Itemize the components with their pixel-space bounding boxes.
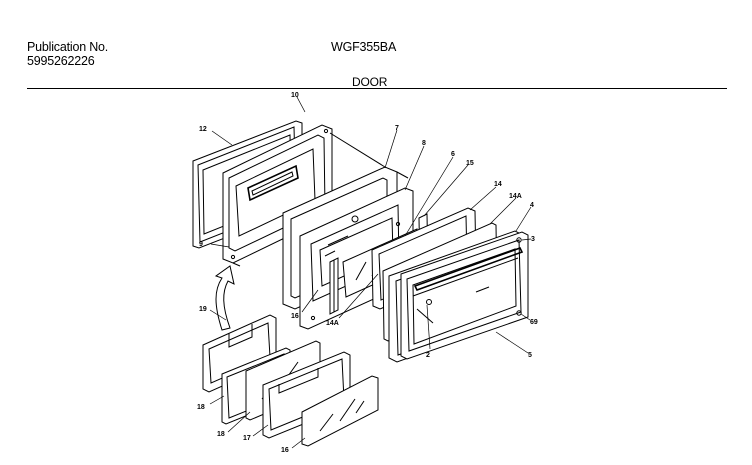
publication-label: Publication No. (27, 40, 109, 54)
callout-16: 16 (291, 313, 299, 320)
header-rule (27, 88, 727, 89)
outer-door-panel (400, 231, 529, 360)
publication-number: 5995262226 (27, 54, 95, 68)
callout-9: 9 (199, 241, 203, 248)
callout-14: 14 (494, 181, 502, 188)
callout-8: 8 (422, 140, 426, 147)
callout-17: 17 (243, 435, 251, 442)
model-number: WGF355BA (331, 40, 397, 54)
callout-3: 3 (531, 236, 535, 243)
callout-6: 6 (451, 151, 455, 158)
callout-14a-top: 14A (509, 193, 522, 200)
section-title: DOOR (352, 75, 388, 89)
callout-5: 5 (528, 352, 532, 359)
assembly-arrow (214, 265, 235, 331)
callout-69: 69 (530, 319, 538, 326)
callout-10: 10 (291, 92, 299, 99)
callout-12: 12 (199, 126, 207, 133)
callout-19: 19 (199, 306, 207, 313)
leader-lines (209, 96, 532, 449)
callout-18: 18 (197, 404, 205, 411)
outer-window-glass (301, 375, 379, 447)
callout-2: 2 (426, 352, 430, 359)
glass-retainer-strip (329, 257, 339, 315)
callout-18b: 18 (217, 431, 225, 438)
callout-15: 15 (466, 160, 474, 167)
callout-labels: 10 12 7 8 6 15 14 14A 4 3 9 16 14A 69 2 … (197, 92, 538, 454)
callout-16b: 16 (281, 447, 289, 454)
callout-14a-bottom: 14A (326, 320, 339, 327)
callout-4: 4 (530, 202, 534, 209)
callout-7: 7 (395, 125, 399, 132)
